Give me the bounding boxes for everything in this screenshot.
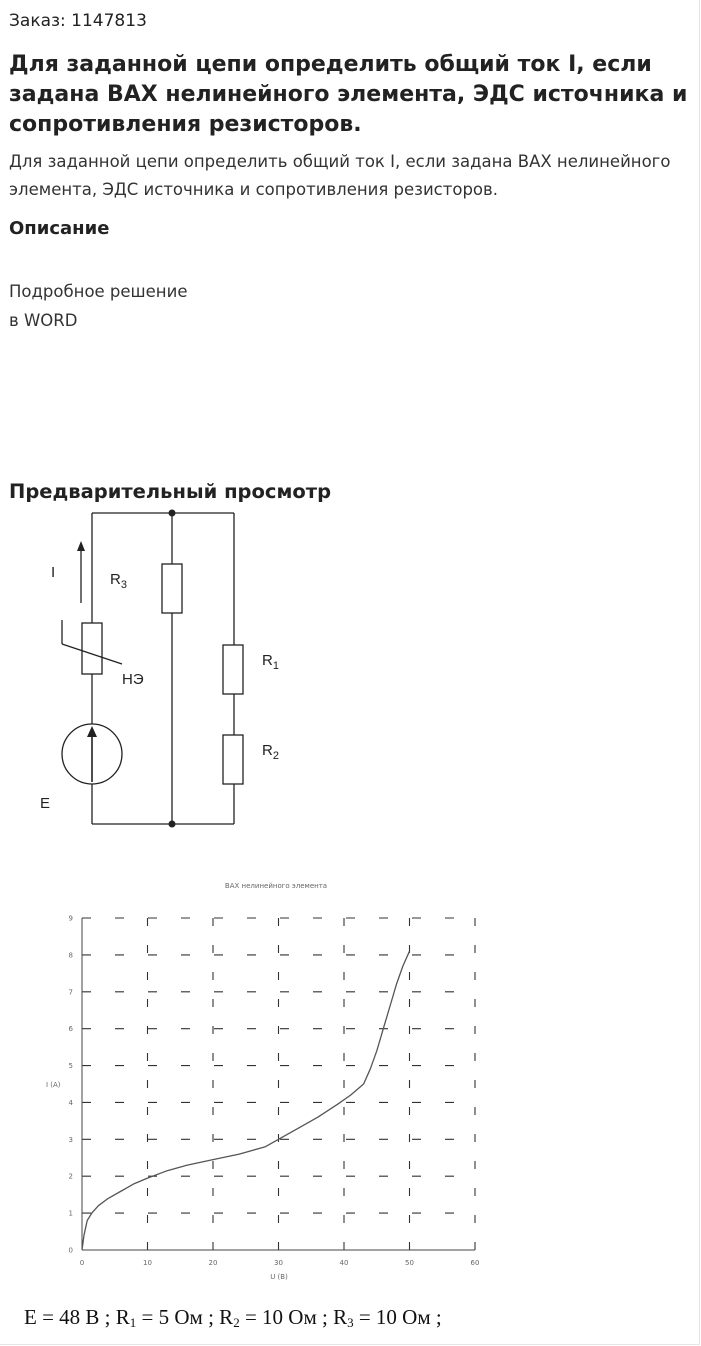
current-arrow-head [77, 541, 85, 551]
r3-value: R3 = 10 Ом ; [333, 1305, 442, 1330]
y-axis-label: I (A) [46, 1081, 61, 1089]
x-tick-label: 30 [274, 1259, 283, 1267]
emf-arrow-head [87, 726, 97, 737]
x-tick-label: 10 [143, 1259, 152, 1267]
x-tick-label: 50 [405, 1259, 414, 1267]
page-title: Для заданной цепи определить общий ток I… [9, 52, 688, 137]
iv-curve [81, 950, 411, 1251]
x-tick-label: 60 [471, 1259, 480, 1267]
x-tick-label: 0 [80, 1259, 84, 1267]
order-number: Заказ: 1147813 [9, 11, 147, 31]
resistor-r3 [161, 563, 183, 614]
description-line: Подробное решение [9, 282, 188, 301]
nonlinear-element [81, 622, 103, 675]
chart-title: ВАХ нелинейного элемента [225, 882, 327, 890]
x-axis-label: U (В) [270, 1273, 288, 1281]
y-tick-label: 6 [69, 1025, 74, 1033]
resistor-r1 [222, 644, 244, 695]
y-tick-label: 2 [69, 1173, 73, 1181]
y-tick-label: 0 [69, 1247, 73, 1255]
y-tick-label: 9 [69, 915, 73, 923]
y-tick-label: 5 [69, 1062, 73, 1070]
current-label: I [51, 564, 55, 581]
emf-label: E [40, 795, 50, 812]
r2-value: R2 = 10 Ом ; [219, 1305, 328, 1330]
emf-value: E = 48 В ; [24, 1305, 111, 1329]
y-tick-label: 4 [69, 1099, 74, 1107]
description-line: в WORD [9, 311, 78, 330]
y-tick-label: 3 [69, 1136, 73, 1144]
r1-value: R1 = 5 Ом ; [115, 1305, 214, 1330]
y-tick-label: 8 [69, 951, 73, 959]
junction-top [168, 509, 176, 517]
nonlinear-marker-slant [61, 643, 123, 665]
description-heading: Описание [9, 218, 110, 239]
iv-chart: ВАХ нелинейного элемента I (A) U (В) 0 1 2… [46, 882, 480, 1281]
x-tick-label: 20 [209, 1259, 218, 1267]
y-tick-label: 7 [69, 988, 73, 996]
y-tick-label: 1 [69, 1210, 73, 1218]
task-statement: Для заданной цепи определить общий ток I… [9, 152, 671, 199]
given-values: E = 48 В ; R1 = 5 Ом ; R2 = 10 Ом ; R3 =… [24, 1305, 442, 1331]
r2-label: R2 [262, 742, 279, 762]
r1-label: R1 [262, 652, 279, 672]
nonlinear-element-label: НЭ [122, 671, 144, 688]
preview-heading: Предварительный просмотр [9, 480, 332, 503]
circuit-diagram: I R3 R1 R2 НЭ E [40, 509, 279, 828]
resistor-r2 [222, 734, 244, 785]
r3-label: R3 [110, 571, 127, 591]
x-tick-label: 40 [340, 1259, 349, 1267]
junction-bottom [168, 820, 176, 828]
